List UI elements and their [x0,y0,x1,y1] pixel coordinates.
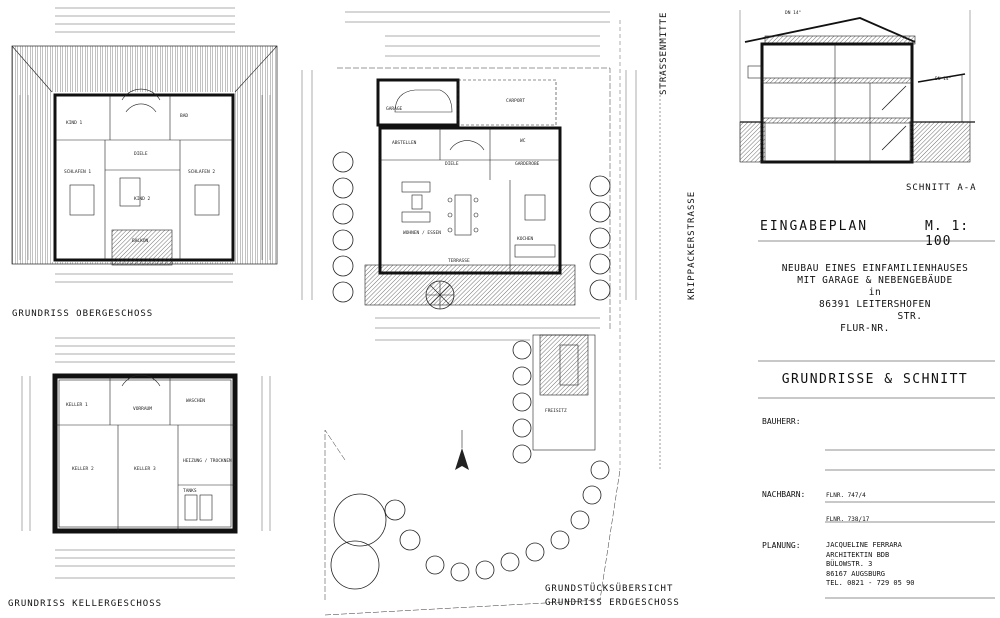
planner-city: 86167 AUGSBURG [826,569,886,578]
desc-line-4: 86391 LEITERSHOFEN [819,299,931,310]
room-label-kochen: KOCHEN [517,236,534,242]
planner-name: JACQUELINE FERRARA [826,541,902,549]
floorplan-eg: GARAGE CARPORT ABSTELLEN DIELE WC GARDER… [301,11,661,616]
room-label-freisitz: FREISITZ [545,408,567,414]
street-center-label: STRASSENMITTE [659,12,669,95]
bauherr-label: BAUHERR: [762,417,801,426]
caption-kg: GRUNDRISS KELLERGESCHOSS [8,599,162,609]
desc-line-5: STR. [897,311,923,322]
desc-line-3: in [868,287,882,298]
title-description: NEUBAU EINES EINFAMILIENHAUSES MIT GARAG… [760,263,990,335]
room-label-keller2: KELLER 2 [72,466,94,472]
title-heading: EINGABEPLAN [760,219,869,234]
desc-line-6: FLUR-NR. [840,323,890,334]
room-label-waschen: WASCHEN [186,398,205,404]
title-subtitle: GRUNDRISSE & SCHNITT [781,372,969,387]
room-label-tank: TANKS [183,488,197,494]
room-label-wohnen: WOHNEN / ESSEN [403,230,441,236]
room-label-heizung: HEIZUNG / TROCKNEN [183,458,232,464]
title-scale: M. 1: 100 [925,219,970,249]
nachbarn-label: NACHBARN: [762,490,806,499]
planner-street: BÜLOWSTR. 3 [826,560,873,568]
room-label-garderobe: GARDEROBE [515,161,540,167]
flurnr-2: FLNR. 738/17 [826,516,870,523]
room-label-abstellen: ABSTELLEN [392,140,417,146]
desc-line-1: NEUBAU EINES EINFAMILIENHAUSES [781,263,969,274]
room-label-diele-eg: DIELE [445,161,459,167]
room-label-bad: BAD [180,113,188,119]
room-label-diele: DIELE [134,151,148,157]
planner-block: JACQUELINE FERRARA ARCHITEKTIN BDB BÜLOW… [826,541,915,589]
desc-line-2: MIT GARAGE & NEBENGEBÄUDE [797,275,953,286]
room-label-balkon: BALKON [132,238,149,244]
room-label-schlafen1: SCHLAFEN 1 [64,169,91,175]
planner-title: ARCHITEKTIN BDB [826,550,890,559]
room-label-keller1: KELLER 1 [66,402,88,408]
room-label-wc: WC [520,138,526,144]
roof-pitch-1: DN 14° [785,10,802,16]
room-label-kind1: KIND 1 [66,120,83,126]
street-name-label: KRIPPACKERSTRASSE [687,191,697,300]
room-label-vorraum: VORRAUM [133,406,152,412]
caption-og: GRUNDRISS OBERGESCHOSS [12,309,153,319]
room-label-terrasse: TERRASSE [448,258,470,264]
planung-label: PLANUNG: [762,541,801,550]
room-label-carport: CARPORT [506,98,525,104]
trees [330,151,611,590]
room-label-keller3: KELLER 3 [134,466,156,472]
floorplan-og: BAD KIND 1 DIELE SCHLAFEN 1 SCHLAFEN 2 K… [11,7,278,283]
floorplan-kg: KELLER 1 VORRAUM WASCHEN KELLER 2 KELLER… [21,337,271,579]
section-drawing: DN 14° DN 14° [739,10,975,164]
caption-eg-1: GRUNDSTÜCKSÜBERSICHT [545,583,673,594]
caption-eg-2: GRUNDRISS ERDGESCHOSS [545,598,680,608]
roof-pitch-2: DN 14° [935,76,952,82]
planner-phone: TEL. 0821 - 729 05 90 [826,579,915,587]
room-label-schlafen2: SCHLAFEN 2 [188,169,215,175]
caption-section: SCHNITT A-A [906,183,977,193]
flurnr-1: FLNR. 747/4 [826,492,866,499]
room-label-garage: GARAGE [386,106,403,112]
title-block-rules [758,240,995,599]
room-label-kind2: KIND 2 [134,196,151,202]
